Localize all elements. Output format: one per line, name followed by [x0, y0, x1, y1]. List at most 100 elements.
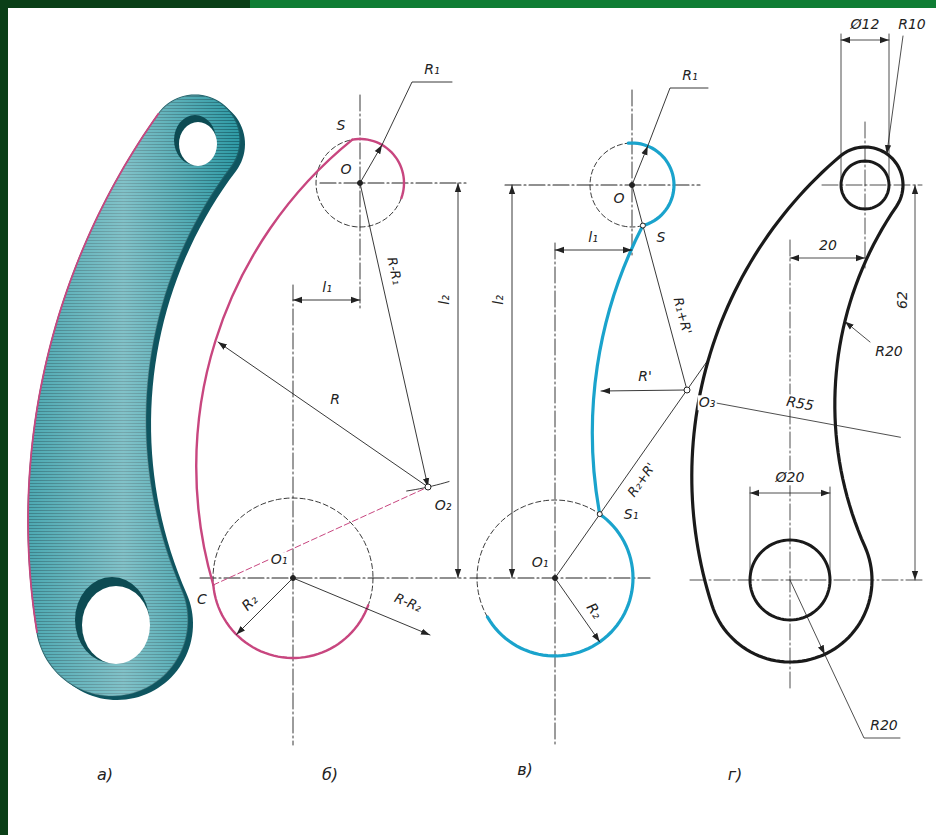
dimension-line [915, 185, 916, 580]
panel-caption: в) [516, 761, 534, 779]
hole [841, 161, 889, 209]
construction-outer-arc [196, 82, 466, 745]
construction-circle [477, 500, 600, 617]
extension-line [830, 487, 831, 575]
outer-arc [196, 140, 352, 585]
center-link [632, 185, 687, 390]
dimension-label: R-R₂ [391, 591, 424, 616]
extension-line [750, 487, 751, 575]
radius-line [601, 390, 687, 391]
radius-line [360, 183, 428, 487]
center-point [630, 183, 635, 188]
dimension-label: R' [637, 369, 653, 384]
dimension-label: S₁ [623, 507, 640, 522]
dimension-label: O₁ [531, 555, 550, 570]
center-line [360, 95, 361, 310]
contour-arc [352, 139, 404, 198]
part-sheen [28, 95, 240, 696]
leader-line [648, 88, 708, 146]
dimension-label: 20 [818, 238, 838, 253]
center-line [865, 122, 866, 268]
dimension-label: l₁ [321, 280, 333, 295]
dimension-label: R20 [874, 344, 904, 359]
part-body [28, 95, 240, 696]
top-bar-dark [0, 0, 250, 8]
dimension-label: R₂ [238, 591, 261, 614]
dimension-label: R-R₁ [384, 255, 404, 287]
center-line [320, 182, 466, 183]
dimension-label: R₁ [423, 62, 440, 77]
extension-line [889, 34, 890, 178]
center-line [632, 90, 633, 258]
dimension-label: S [656, 230, 667, 245]
dimension-label: l₂ [491, 294, 506, 306]
dimension-line [750, 493, 830, 494]
center-point [640, 223, 645, 228]
hole [82, 586, 150, 664]
dimension-label: S [336, 118, 347, 133]
leader-line [845, 321, 870, 342]
panel-caption: б) [321, 766, 339, 784]
dimension-label: C [196, 592, 208, 607]
dimension-label: R₂ [583, 599, 606, 622]
dimension-line [512, 185, 513, 578]
hole-wall [75, 577, 149, 663]
dimension-label: R₁+R' [670, 295, 694, 337]
dimension-label: O [339, 162, 352, 177]
contour-arc [213, 585, 368, 658]
center-line [822, 185, 922, 186]
dimension-label: R₂+R' [625, 460, 660, 501]
contour-arc [487, 514, 633, 656]
dimension-label: R [329, 392, 341, 407]
panel-caption: а) [96, 766, 114, 784]
top-bar [250, 0, 936, 8]
dimension-label: O₁ [270, 552, 289, 567]
center-line [555, 243, 556, 745]
dimension-label: l₁ [587, 230, 599, 245]
center-line [470, 577, 650, 578]
dimension-label: O₂ [434, 498, 453, 513]
dimension-label: R10 [897, 17, 927, 32]
inner-arc [592, 226, 643, 515]
dimension-label: O₃ [698, 395, 717, 410]
extension-line [841, 34, 842, 178]
dimension-label: O [612, 191, 625, 206]
dimension-label: R₁ [681, 68, 698, 83]
construction-circle [590, 143, 643, 227]
dimension-line [555, 250, 632, 251]
dimension-label: R20 [869, 718, 899, 733]
dimension-label: l₂ [437, 294, 452, 306]
center-link [555, 357, 710, 578]
leader-line [790, 580, 825, 654]
dimension-label: Ø20 [775, 470, 806, 485]
center-line [690, 580, 922, 581]
center-point [425, 484, 431, 490]
radius-line [632, 146, 648, 185]
radius-line [360, 145, 382, 183]
center-line [200, 577, 466, 578]
leader-line [887, 36, 903, 154]
center-link [213, 487, 428, 585]
construction-circle [316, 139, 404, 227]
hole [179, 122, 217, 166]
radius-line [236, 578, 293, 635]
center-point [597, 512, 602, 517]
dimension-label: 62 [895, 290, 910, 310]
side-bar [0, 0, 8, 835]
dimension-line [841, 40, 889, 41]
center-point [291, 576, 296, 581]
contour-arc [628, 143, 674, 226]
center-point [553, 576, 558, 581]
center-line [293, 285, 294, 745]
part-drawing [690, 34, 922, 738]
dimension-line [458, 183, 459, 578]
center-point [684, 387, 690, 393]
part-outline [692, 147, 903, 662]
notch-arc [407, 482, 449, 491]
radius-line [218, 342, 428, 487]
construction-inner-arc [470, 88, 710, 745]
construction-circle [213, 498, 373, 658]
part-view [28, 95, 245, 700]
